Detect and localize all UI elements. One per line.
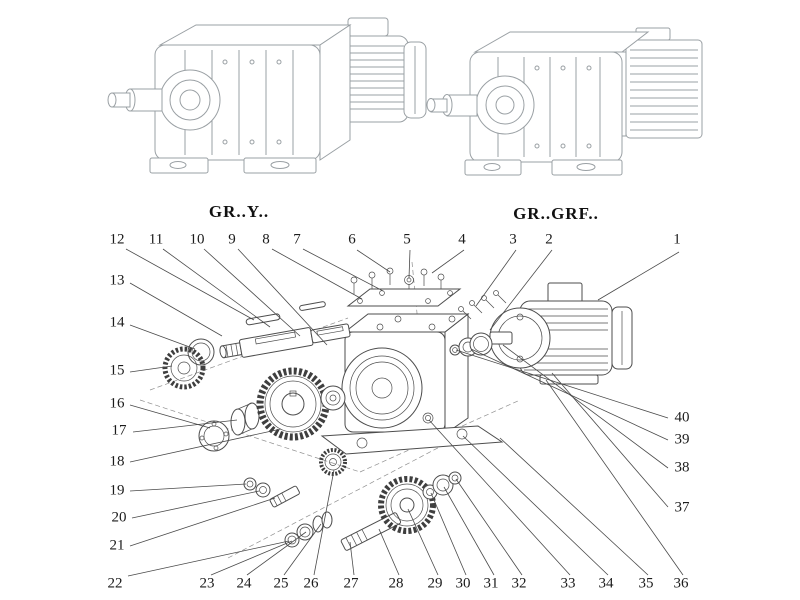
variant-label-gr-y: GR..Y.. (208, 202, 270, 221)
callout-17: 17 (111, 422, 127, 439)
callout-20: 20 (111, 509, 127, 526)
callout-39: 39 (674, 431, 690, 448)
callout-36: 36 (673, 575, 689, 592)
callout-16: 16 (109, 395, 125, 412)
callout-10: 10 (189, 231, 205, 248)
callout-18: 18 (109, 453, 125, 470)
callout-27: 27 (343, 575, 359, 592)
callout-19: 19 (109, 482, 125, 499)
callout-4: 4 (458, 231, 466, 248)
callout-29: 29 (427, 575, 443, 592)
callout-32: 32 (511, 575, 527, 592)
callout-5: 5 (403, 231, 411, 248)
retaining-rings (284, 511, 333, 548)
callout-12: 12 (109, 231, 125, 248)
callout-6: 6 (348, 231, 356, 248)
callout-15: 15 (109, 362, 125, 379)
oil-seal (187, 338, 215, 366)
callout-9: 9 (228, 231, 236, 248)
callout-25: 25 (273, 575, 289, 592)
toothed-ring (162, 346, 206, 390)
input-shaft-hardware (449, 332, 493, 357)
callout-35: 35 (638, 575, 654, 592)
callout-26: 26 (303, 575, 319, 592)
callout-3: 3 (509, 231, 517, 248)
motor-flange-bolts (458, 290, 507, 320)
callout-37: 37 (674, 499, 690, 516)
motor (458, 282, 633, 385)
output-shaft (219, 301, 351, 359)
callout-14: 14 (109, 314, 125, 331)
callout-24: 24 (236, 575, 252, 592)
callout-22: 22 (107, 575, 123, 592)
callout-40: 40 (674, 409, 690, 426)
callout-13: 13 (109, 272, 125, 289)
callout-23: 23 (199, 575, 215, 592)
variant-label-gr-grf: GR..GRF.. (513, 204, 599, 223)
callout-1: 1 (673, 231, 681, 248)
callout-21: 21 (109, 537, 125, 554)
output-gear (256, 367, 330, 441)
shaft-keys (245, 301, 326, 326)
assembled-unit-gr-y (107, 17, 427, 174)
callout-31: 31 (483, 575, 499, 592)
small-gear (319, 448, 347, 476)
mid-bearing (320, 385, 346, 411)
intermediate-pinion-shaft (340, 512, 402, 551)
small-washers (243, 477, 271, 498)
spacer-sleeve (230, 402, 260, 436)
assembled-unit-gr-grf (426, 27, 703, 176)
inspection-cover-plate (346, 288, 462, 307)
callout-2: 2 (545, 231, 553, 248)
gearbox-housing (320, 312, 504, 455)
callout-34: 34 (598, 575, 614, 592)
callout-28: 28 (388, 575, 404, 592)
callout-8: 8 (262, 231, 270, 248)
callout-11: 11 (148, 231, 164, 248)
intermediate-gear (378, 476, 436, 534)
callout-30: 30 (455, 575, 471, 592)
callout-38: 38 (674, 459, 690, 476)
callout-33: 33 (560, 575, 576, 592)
callout-7: 7 (293, 231, 301, 248)
exploded-view (125, 248, 684, 577)
leader-lines (125, 248, 684, 577)
intermediate-bearing-set (422, 471, 462, 500)
pinion-mini-shaft (269, 485, 300, 508)
output-bearing (198, 420, 230, 452)
